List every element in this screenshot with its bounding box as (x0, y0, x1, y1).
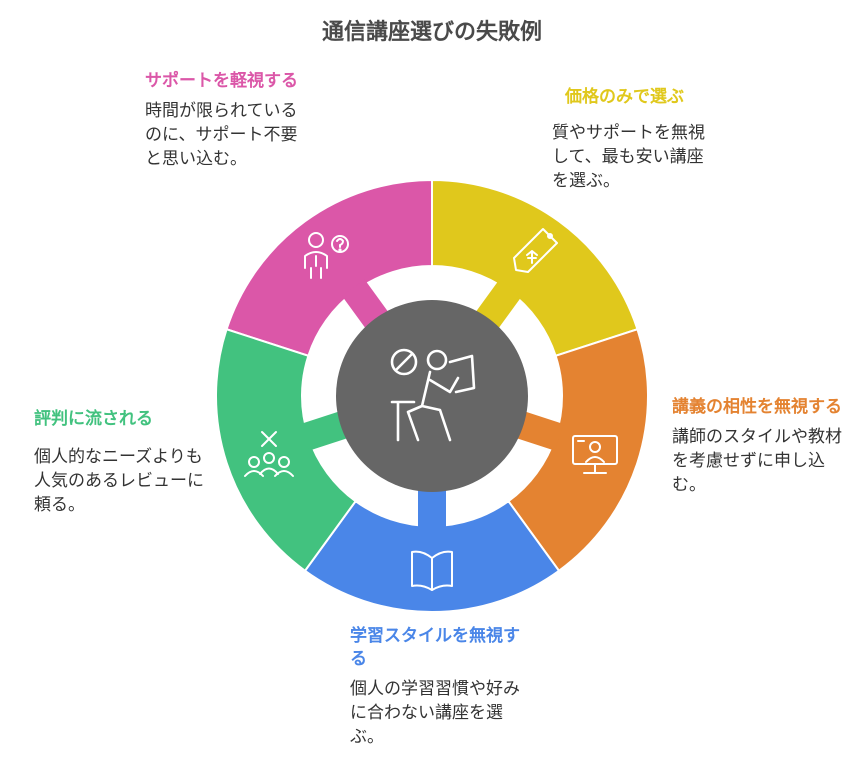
segment-price (431, 178, 639, 358)
label-price-body: 質やサポートを無視して、最も安い講座を選ぶ。 (552, 123, 705, 191)
label-support-body: 時間が限られているのに、サポート不要と思い込む。 (145, 101, 298, 169)
connector-style (418, 482, 446, 530)
label-compat: 講義の相性を無視する 講師のスタイルや教材を考慮せずに申し込む。 (672, 396, 842, 497)
confused-student-icon (390, 348, 476, 442)
yen-price-tag-icon (513, 228, 558, 273)
segment-compat (507, 327, 649, 573)
label-reviews: 評判に流される 個人的なニーズよりも人気のあるレビューに頼る。 (34, 408, 209, 517)
segment-style (303, 499, 561, 613)
label-reviews-heading: 評判に流される (34, 409, 153, 429)
label-reviews-body: 個人的なニーズよりも人気のあるレビューに頼る。 (34, 447, 204, 515)
center-hub (336, 300, 528, 492)
label-support-heading: サポートを軽視する (145, 71, 298, 91)
label-compat-heading: 講義の相性を無視する (672, 397, 842, 417)
label-price-heading: 価格のみで選ぶ (565, 87, 684, 107)
label-compat-body: 講師のスタイルや教材を考慮せずに申し込む。 (672, 427, 842, 495)
crowd-cross-icon (244, 431, 294, 477)
video-lecture-icon (572, 435, 618, 474)
label-style: 学習スタイルを無視する 個人の学習習慣や好みに合わない講座を選ぶ。 (350, 625, 520, 749)
segment-reviews (215, 327, 357, 573)
label-price: 価格のみで選ぶ 質やサポートを無視して、最も安い講座を選ぶ。 (547, 86, 717, 193)
diagram-title: 通信講座選びの失敗例 (321, 20, 542, 45)
segment-support (225, 178, 433, 358)
label-support: サポートを軽視する 時間が限られているのに、サポート不要と思い込む。 (145, 70, 310, 171)
label-style-heading: 学習スタイルを無視する (350, 626, 520, 669)
person-question-icon (304, 232, 349, 279)
label-style-body: 個人の学習習慣や好みに合わない講座を選ぶ。 (350, 679, 520, 747)
open-book-icon (411, 550, 453, 591)
